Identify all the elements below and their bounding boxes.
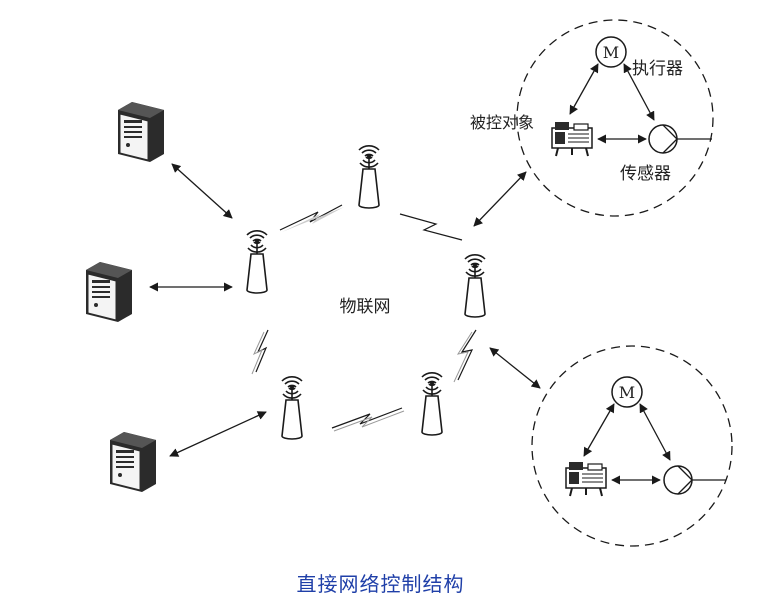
controlled-object-boundary [531,345,733,547]
wireless-link-icon [279,204,343,231]
server-icon [109,431,157,493]
antenna-icon [358,144,380,209]
wireless-link-icon [399,213,463,241]
wireless-link-icon [331,407,403,429]
pump-icon [663,465,693,495]
actuator-label: 执行器 [632,59,683,79]
motor-icon [611,376,643,408]
network-label: 物联网 [340,297,391,317]
link-arrow [473,171,527,227]
link-arrow [169,411,267,457]
plant-icon [551,121,593,157]
controlled-object-label: 被控对象 [470,113,534,132]
motor-symbol: M [603,43,619,62]
antenna-icon [421,371,443,436]
wireless-link-icon [457,329,477,381]
pump-icon [648,124,678,154]
antenna-icon [464,253,486,318]
plant-icon [565,461,607,497]
link-arrow [489,347,541,389]
server-icon [117,101,165,163]
controlled-object-boundary [516,19,714,217]
link-arrow [171,163,233,219]
diagram-caption: 直接网络控制结构 [296,572,465,596]
antenna-icon [281,375,303,440]
server-icon [85,261,133,323]
sensor-label: 传感器 [620,164,671,184]
antenna-icon [246,229,268,294]
motor-icon [595,36,627,68]
motor-symbol: M [619,383,635,402]
